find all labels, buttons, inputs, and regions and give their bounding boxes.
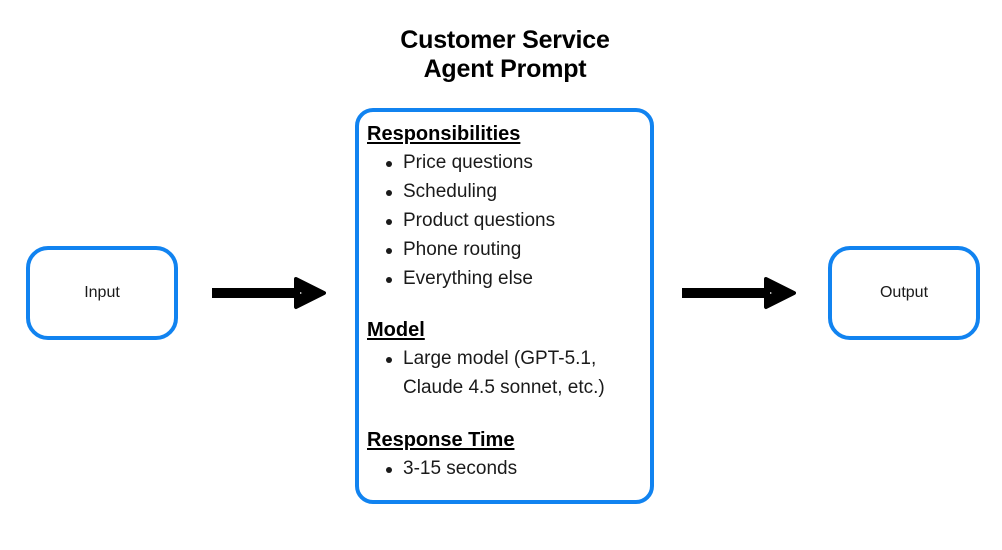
output-node-label: Output <box>879 284 929 302</box>
arrow-input-to-prompt-icon <box>212 275 326 311</box>
list-item: Everything else <box>386 265 638 294</box>
prompt-card: Responsibilities Price questions Schedul… <box>355 108 654 504</box>
list-item: Product questions <box>386 207 638 236</box>
responsibilities-list: Price questions Scheduling Product quest… <box>367 149 638 293</box>
section-heading-model: Model <box>367 319 425 342</box>
section-model: Model Large model (GPT-5.1, Claude 4.5 s… <box>367 318 638 403</box>
diagram-title-line-1: Customer Service <box>400 26 610 54</box>
model-list: Large model (GPT-5.1, Claude 4.5 sonnet,… <box>367 345 638 403</box>
input-node[interactable]: Input <box>26 246 178 340</box>
input-node-label: Input <box>84 284 120 302</box>
section-responsibilities: Responsibilities Price questions Schedul… <box>367 122 638 293</box>
arrow-prompt-to-output-icon <box>682 275 796 311</box>
list-item: Large model (GPT-5.1, Claude 4.5 sonnet,… <box>386 345 638 403</box>
section-heading-response-time: Response Time <box>367 429 515 452</box>
response-time-list: 3-15 seconds <box>367 455 638 484</box>
list-item: 3-15 seconds <box>386 455 638 484</box>
list-item: Scheduling <box>386 178 638 207</box>
diagram-title-line-2: Agent Prompt <box>423 54 587 83</box>
section-heading-responsibilities: Responsibilities <box>367 123 521 145</box>
section-response-time: Response Time 3-15 seconds <box>367 428 638 484</box>
output-node[interactable]: Output <box>828 246 980 340</box>
diagram-title: Customer Service Agent Prompt <box>345 26 665 83</box>
list-item: Price questions <box>386 149 638 178</box>
list-item: Phone routing <box>386 236 638 265</box>
